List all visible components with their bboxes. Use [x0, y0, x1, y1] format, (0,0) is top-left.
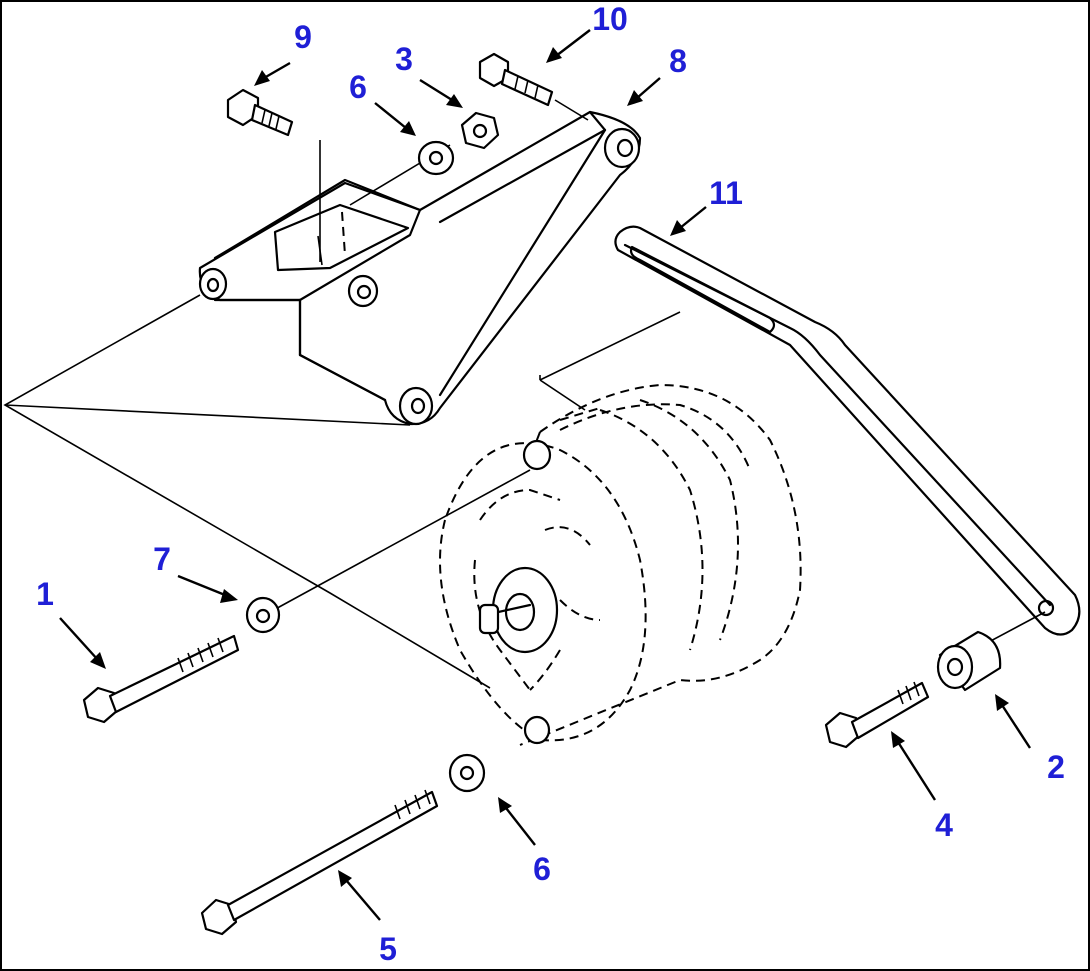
leader-arrow: [177, 574, 238, 603]
callout-1: 1: [36, 576, 54, 612]
leader-arrow: [995, 694, 1032, 749]
washer-6-lower: [448, 753, 486, 793]
leader-arrow: [498, 797, 536, 846]
adjusting-strap: [614, 225, 1081, 636]
callout-8: 8: [669, 43, 687, 79]
leader-arrow: [59, 617, 106, 669]
alignment-lines: [3, 99, 1046, 689]
bolt-1: [82, 634, 240, 724]
callout-5: 5: [379, 931, 397, 967]
spacer-2: [936, 630, 1002, 692]
callout-4: 4: [935, 807, 953, 843]
washer-6-upper: [417, 140, 455, 176]
callout-7: 7: [153, 541, 171, 577]
leader-arrow: [546, 29, 591, 63]
bolt-10: [478, 52, 554, 107]
washer-7: [245, 596, 281, 634]
callout-6-lower: 6: [533, 851, 551, 887]
callout-6-upper: 6: [349, 69, 367, 105]
leader-arrow: [627, 77, 661, 106]
leader-arrow: [374, 102, 416, 136]
leader-arrow: [419, 78, 463, 108]
leader-arrow: [338, 870, 381, 921]
nut-3: [460, 111, 500, 150]
leader-arrow: [254, 61, 291, 86]
leader-arrows: [59, 29, 1032, 921]
callout-9: 9: [294, 19, 312, 55]
callout-10: 10: [592, 1, 628, 37]
alternator-dashed-outline: [439, 383, 802, 746]
bolt-9: [226, 88, 294, 137]
callout-11: 11: [709, 175, 743, 211]
leader-arrow: [891, 731, 937, 801]
callout-2: 2: [1047, 749, 1065, 785]
leader-arrow: [670, 206, 707, 236]
mounting-bracket: [198, 110, 642, 426]
bolt-5: [200, 789, 439, 936]
callout-3: 3: [395, 41, 413, 77]
callout-labels: 1 2 3 4 5 6 6 7 8 9 10 11: [36, 1, 1065, 967]
bolt-4: [824, 681, 930, 749]
